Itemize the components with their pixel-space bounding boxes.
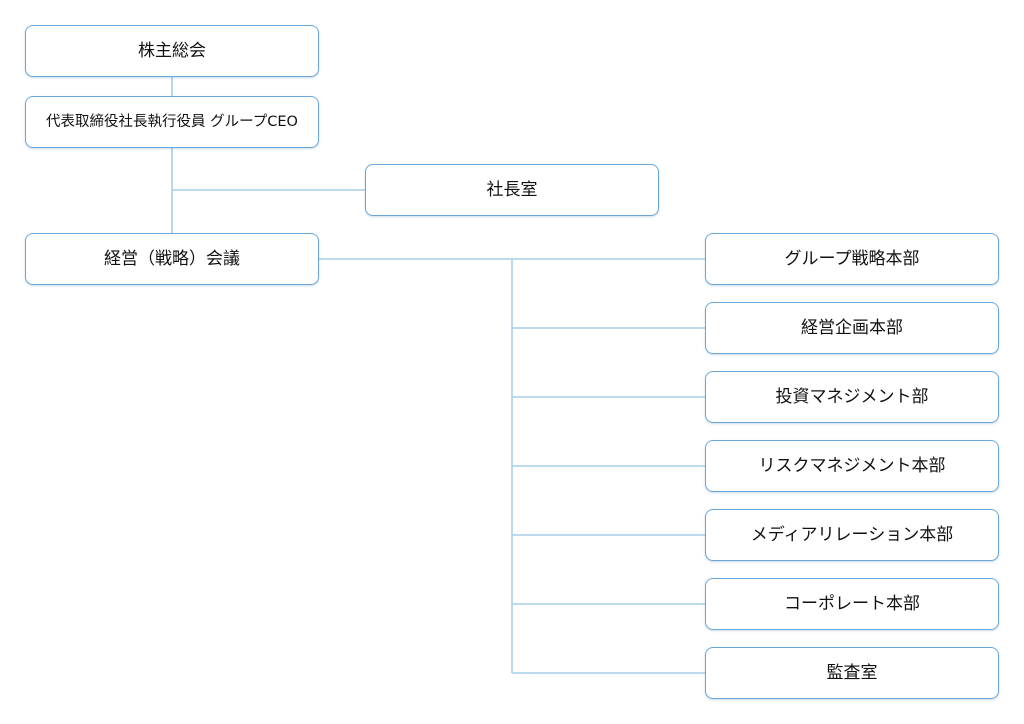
node-audit-office: 監査室	[705, 647, 999, 699]
node-group-strategy-division: グループ戦略本部	[705, 233, 999, 285]
node-corporate-planning-division: 経営企画本部	[705, 302, 999, 354]
node-label: 社長室	[486, 179, 538, 200]
node-label: コーポレート本部	[784, 593, 920, 614]
node-media-relations-division: メディアリレーション本部	[705, 509, 999, 561]
node-corporate-division: コーポレート本部	[705, 578, 999, 630]
node-label: 監査室	[826, 662, 878, 683]
node-ceo: 代表取締役社長執行役員 グループCEO	[25, 96, 319, 148]
node-label: 株主総会	[138, 40, 206, 61]
node-shareholders-meeting: 株主総会	[25, 25, 319, 77]
node-label: リスクマネジメント本部	[758, 455, 946, 476]
node-label: グループ戦略本部	[784, 248, 920, 269]
node-risk-management-division: リスクマネジメント本部	[705, 440, 999, 492]
node-label: 経営（戦略）会議	[104, 248, 240, 269]
node-management-meeting: 経営（戦略）会議	[25, 233, 319, 285]
node-label: 代表取締役社長執行役員 グループCEO	[46, 113, 298, 130]
node-president-office: 社長室	[365, 164, 659, 216]
node-investment-management-dept: 投資マネジメント部	[705, 371, 999, 423]
node-label: 投資マネジメント部	[775, 386, 929, 407]
node-label: メディアリレーション本部	[750, 524, 954, 545]
node-label: 経営企画本部	[801, 317, 903, 338]
